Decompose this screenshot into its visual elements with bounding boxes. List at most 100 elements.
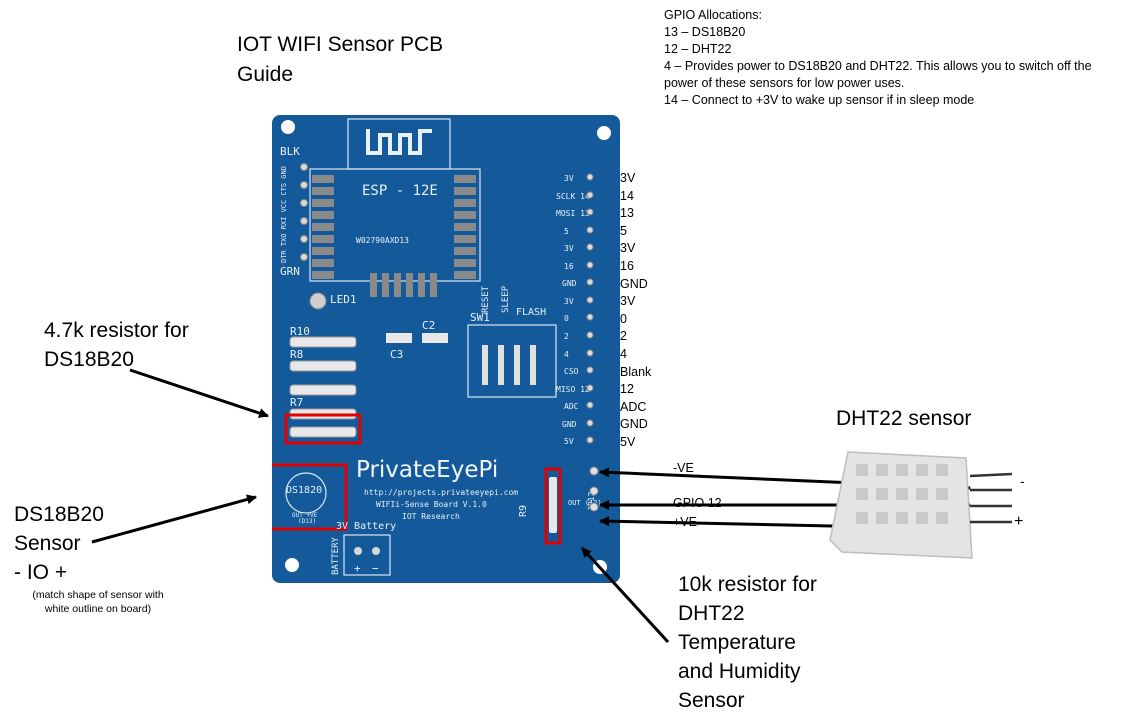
pin-label: 0 <box>620 311 627 326</box>
led1-component <box>309 292 327 310</box>
ds1820-pin13-label: (D13) <box>298 518 316 525</box>
esp-module-code: W02790AXD13 <box>356 236 409 245</box>
header-grn-label: GRN <box>280 265 300 278</box>
callout-ds18b20-sensor: DS18B20 Sensor - IO + <box>14 503 104 584</box>
pin-label: ADC <box>620 399 647 414</box>
arrow-4k7-resistor <box>129 368 269 418</box>
battery-label: 3V Battery <box>336 521 396 532</box>
r9-label: R9 <box>518 505 529 517</box>
pin-label-list: 3V 14 13 5 3V 16 GND 3V 0 2 4 Blank 12 A… <box>620 170 651 452</box>
pin-label: 2 <box>620 329 627 344</box>
pin-label: 5 <box>620 223 627 238</box>
svg-text:5: 5 <box>564 227 569 236</box>
dht22-sensor-graphic <box>829 451 1013 559</box>
reset-label: RESET <box>481 285 491 313</box>
pin-label: 3V <box>620 241 636 256</box>
gpio-allocation-list: 13 – DS18B20 12 – DHT22 4 – Provides pow… <box>664 24 1114 109</box>
svg-text:16: 16 <box>564 262 574 271</box>
c2-label: C2 <box>422 319 435 332</box>
pin-label: 16 <box>620 258 634 273</box>
gpio-heading: GPIO Allocations: <box>664 8 762 22</box>
antenna-trace <box>366 129 432 155</box>
flash-label: FLASH <box>516 307 546 318</box>
svg-text:CSO: CSO <box>564 367 579 376</box>
pin-label: GND <box>620 276 648 291</box>
r9-component <box>549 477 557 533</box>
dht22-minus-sign: - <box>1020 473 1025 489</box>
c3-label: C3 <box>390 348 403 361</box>
arrow-ds18b20 <box>91 494 257 544</box>
gpio-item-13: 13 – DS18B20 <box>664 25 746 39</box>
dht22-plus-sign: + <box>1014 513 1023 530</box>
svg-text:3V: 3V <box>564 244 574 253</box>
pin-label: 14 <box>620 188 634 203</box>
battery-side-label: BATTERY <box>331 536 341 575</box>
pcb-artwork: ESP - 12E W02790AXD13 BLK GRN DTR TXO RX… <box>268 118 611 576</box>
header-pin-names: DTR TXO RXI VCC CTS GND <box>280 166 288 263</box>
side-header-pins <box>586 173 594 444</box>
svg-text:GND: GND <box>562 420 577 429</box>
pin-label: Blank <box>620 364 652 379</box>
callout-dht22-sensor: DHT22 sensor <box>836 407 972 430</box>
battery-plus-label: + <box>354 562 361 575</box>
pin-label: 3V <box>620 294 636 309</box>
battery-minus-label: − <box>372 562 379 575</box>
svg-text:3V: 3V <box>564 174 574 183</box>
callout-ds18b20-note: (match shape of sensor with white outlin… <box>32 589 164 615</box>
switch-pins <box>482 345 536 385</box>
led1-label: LED1 <box>330 293 357 306</box>
highlight-10k-resistor <box>544 467 562 545</box>
ftdi-header-pins <box>300 163 308 261</box>
ds1820-label: DS1820 <box>286 485 322 496</box>
svg-text:MISO 12: MISO 12 <box>556 385 590 394</box>
pin-label: 13 <box>620 206 634 221</box>
board-name: WIFIi-Sense Board V.1.0 <box>376 500 487 509</box>
ds1820-outline <box>285 472 327 514</box>
svg-text:SCLK 14: SCLK 14 <box>556 192 590 201</box>
svg-text:4: 4 <box>564 350 569 359</box>
svg-text:MOSI 13: MOSI 13 <box>556 209 590 218</box>
highlight-4k7-resistor <box>284 413 362 445</box>
esp-pads-bottom <box>370 273 437 297</box>
arrow-10k-resistor <box>580 546 670 644</box>
svg-text:GND: GND <box>562 279 577 288</box>
esp-pads-left <box>312 175 334 279</box>
board-subtitle: IOT Research <box>402 512 460 521</box>
ds1820-pin-label: OUT +VE <box>292 512 318 519</box>
esp-pads-right <box>454 175 476 279</box>
pin-label: 5V <box>620 434 636 449</box>
esp-module-label: ESP - 12E <box>362 183 438 199</box>
gpio-item-12: 12 – DHT22 <box>664 42 732 56</box>
callout-10k-resistor: 10k resistor for DHT22 Temperature and H… <box>678 573 817 712</box>
svg-text:2: 2 <box>564 332 569 341</box>
pin-label: 3V <box>620 171 636 185</box>
gpio-item-14: 14 – Connect to +3V to wake up sensor if… <box>664 93 975 107</box>
sw1-label: SW1 <box>470 311 490 324</box>
battery-pin-plus <box>354 547 362 555</box>
mounting-hole-tr <box>597 126 611 140</box>
mounting-hole-tl <box>281 120 295 134</box>
diagram-title: IOT WIFI Sensor PCB Guide <box>237 33 444 86</box>
board-side-pin-labels: 3V SCLK 14 MOSI 13 5 3V 16 GND 3V 0 2 4 … <box>556 174 590 446</box>
svg-text:ADC: ADC <box>564 402 579 411</box>
battery-outline <box>343 534 391 576</box>
callout-4k7-resistor: 4.7k resistor for DS18B20 <box>44 319 189 371</box>
board-url: http://projects.privateeyepi.com <box>364 488 518 497</box>
svg-text:3V: 3V <box>564 297 574 306</box>
gpio-item-4: 4 – Provides power to DS18B20 and DHT22.… <box>664 59 1092 90</box>
pcb-board: ESP - 12E W02790AXD13 BLK GRN DTR TXO RX… <box>268 115 620 583</box>
svg-text:5V: 5V <box>564 437 574 446</box>
c2-component <box>422 333 448 343</box>
pin-label: 4 <box>620 346 627 361</box>
header-blk-label: BLK <box>280 145 300 158</box>
r7-label: R7 <box>290 396 303 409</box>
switch-outline <box>467 324 557 398</box>
pin-label: GND <box>620 417 648 432</box>
c3-component <box>386 333 412 343</box>
brand-label: PrivateEyePi <box>356 457 498 483</box>
sleep-label: SLEEP <box>501 285 511 313</box>
dht-pin-label: OUT (12) <box>568 499 602 507</box>
battery-pin-minus <box>372 547 380 555</box>
svg-text:0: 0 <box>564 314 569 323</box>
